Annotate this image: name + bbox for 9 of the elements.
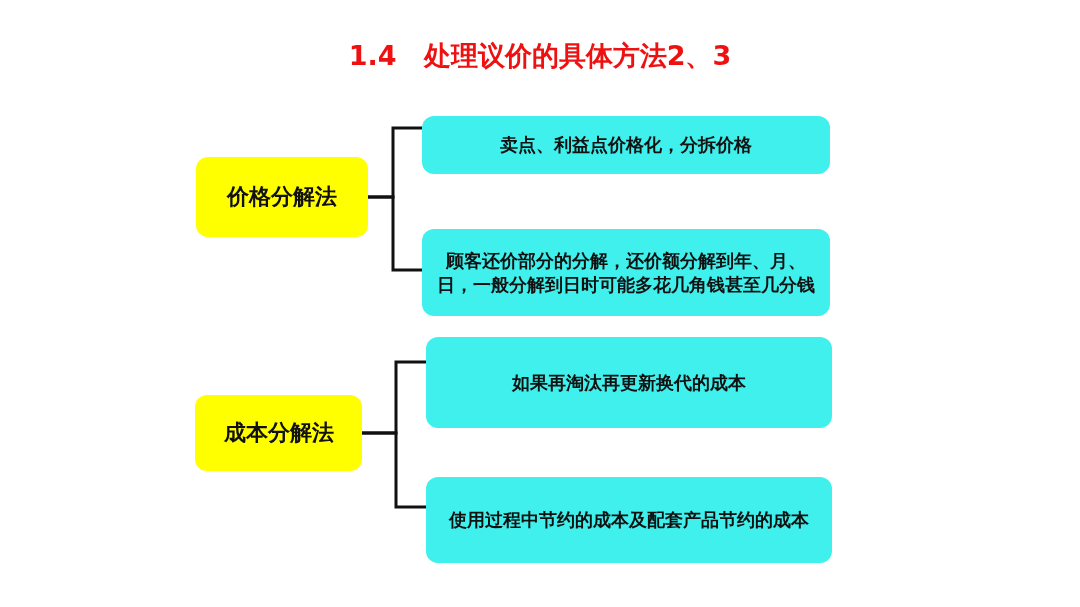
- item-box: 卖点、利益点价格化，分拆价格: [422, 116, 830, 174]
- item-box: 如果再淘汰再更新换代的成本: [426, 337, 832, 428]
- item-box: 使用过程中节约的成本及配套产品节约的成本: [426, 477, 832, 563]
- category-box: 成本分解法: [195, 395, 362, 471]
- item-box: 顾客还价部分的分解，还价额分解到年、月、日，一般分解到日时可能多花几角钱甚至几分钱: [422, 229, 830, 316]
- bracket-connector: [368, 195, 422, 272]
- bracket-connector: [362, 431, 426, 509]
- category-box: 价格分解法: [196, 157, 368, 237]
- slide-title: 1.4 处理议价的具体方法2、3: [347, 39, 733, 73]
